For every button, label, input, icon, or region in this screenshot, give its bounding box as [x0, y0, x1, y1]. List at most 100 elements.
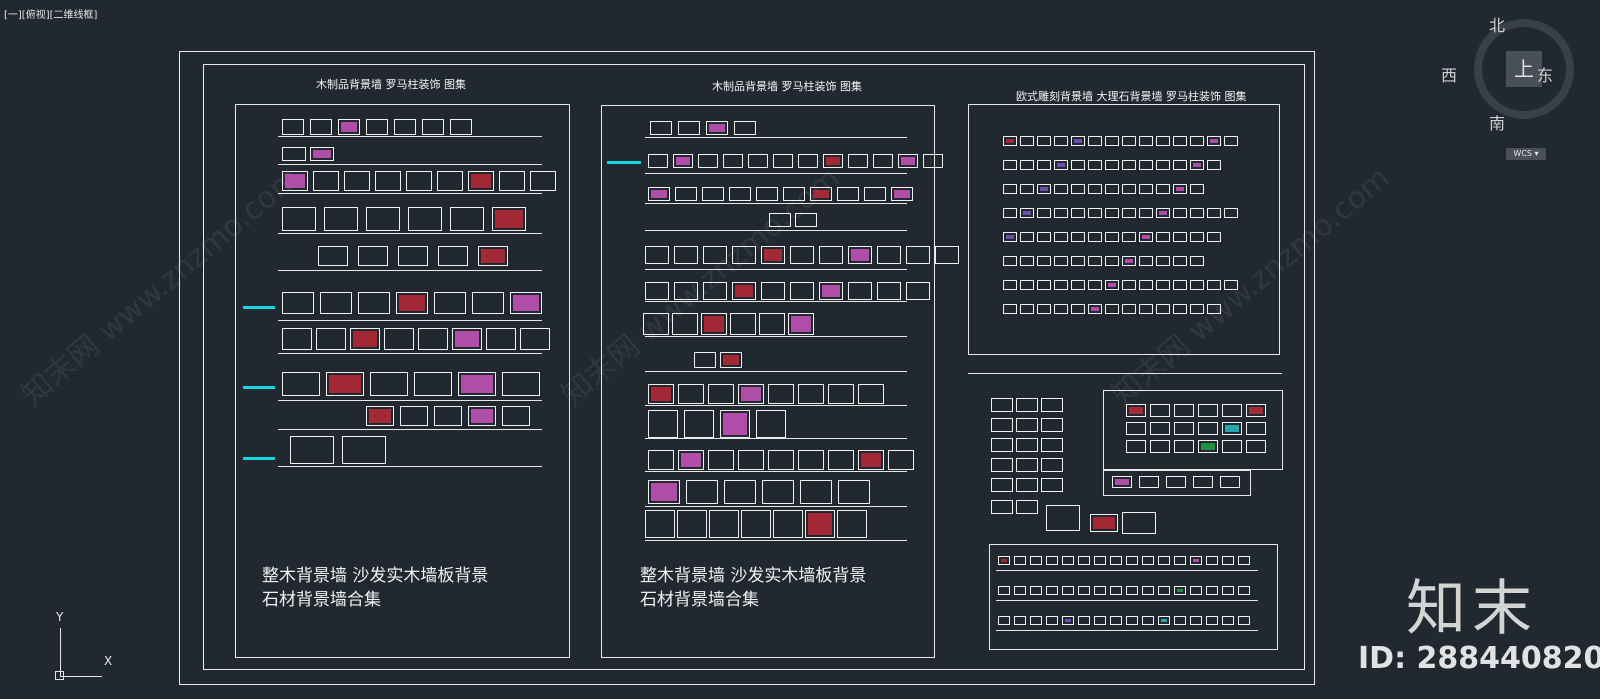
- drawing-thumbnail[interactable]: [678, 121, 700, 135]
- drawing-thumbnail[interactable]: [756, 410, 786, 438]
- drawing-thumbnail[interactable]: [762, 480, 794, 504]
- drawing-thumbnail[interactable]: [1105, 280, 1119, 290]
- drawing-thumbnail[interactable]: [375, 171, 401, 191]
- drawing-thumbnail[interactable]: [1037, 208, 1051, 218]
- drawing-thumbnail[interactable]: [1030, 616, 1042, 625]
- drawing-thumbnail[interactable]: [1126, 422, 1146, 435]
- drawing-thumbnail[interactable]: [1190, 586, 1202, 595]
- drawing-thumbnail[interactable]: [798, 384, 824, 404]
- drawing-thumbnail[interactable]: [1174, 556, 1186, 565]
- drawing-thumbnail[interactable]: [828, 384, 854, 404]
- drawing-thumbnail[interactable]: [1041, 398, 1063, 412]
- drawing-thumbnail[interactable]: [1054, 208, 1068, 218]
- drawing-thumbnail[interactable]: [1190, 184, 1204, 194]
- drawing-thumbnail[interactable]: [400, 406, 428, 426]
- drawing-thumbnail[interactable]: [370, 372, 408, 396]
- drawing-thumbnail[interactable]: [1016, 398, 1038, 412]
- drawing-thumbnail[interactable]: [502, 406, 530, 426]
- drawing-thumbnail[interactable]: [1071, 208, 1085, 218]
- drawing-thumbnail[interactable]: [366, 406, 394, 426]
- drawing-thumbnail[interactable]: [645, 510, 675, 538]
- drawing-thumbnail[interactable]: [398, 246, 428, 266]
- drawing-thumbnail[interactable]: [1105, 304, 1119, 314]
- drawing-thumbnail[interactable]: [1020, 208, 1034, 218]
- drawing-thumbnail[interactable]: [819, 246, 843, 264]
- drawing-thumbnail[interactable]: [437, 171, 463, 191]
- drawing-thumbnail[interactable]: [1198, 422, 1218, 435]
- drawing-thumbnail[interactable]: [282, 292, 314, 314]
- drawing-thumbnail[interactable]: [1088, 208, 1102, 218]
- drawing-thumbnail[interactable]: [1003, 184, 1017, 194]
- drawing-thumbnail[interactable]: [643, 313, 669, 335]
- drawing-thumbnail[interactable]: [366, 207, 400, 231]
- drawing-thumbnail[interactable]: [1190, 256, 1204, 266]
- drawing-thumbnail[interactable]: [1238, 586, 1250, 595]
- drawing-thumbnail[interactable]: [1037, 184, 1051, 194]
- drawing-thumbnail[interactable]: [838, 480, 870, 504]
- drawing-thumbnail[interactable]: [1071, 232, 1085, 242]
- drawing-thumbnail[interactable]: [282, 328, 312, 350]
- drawing-thumbnail[interactable]: [1206, 556, 1218, 565]
- drawing-thumbnail[interactable]: [734, 121, 756, 135]
- drawing-thumbnail[interactable]: [1190, 208, 1204, 218]
- drawing-thumbnail[interactable]: [1198, 440, 1218, 453]
- drawing-thumbnail[interactable]: [991, 500, 1013, 514]
- drawing-thumbnail[interactable]: [1041, 438, 1063, 452]
- drawing-thumbnail[interactable]: [344, 171, 370, 191]
- drawing-thumbnail[interactable]: [698, 154, 718, 168]
- drawing-thumbnail[interactable]: [1014, 616, 1026, 625]
- drawing-thumbnail[interactable]: [848, 282, 872, 300]
- drawing-thumbnail[interactable]: [1173, 184, 1187, 194]
- drawing-thumbnail[interactable]: [318, 246, 348, 266]
- drawing-thumbnail[interactable]: [1150, 440, 1170, 453]
- drawing-thumbnail[interactable]: [422, 119, 444, 135]
- drawing-thumbnail[interactable]: [848, 154, 868, 168]
- drawing-thumbnail[interactable]: [310, 119, 332, 135]
- drawing-thumbnail[interactable]: [1206, 616, 1218, 625]
- viewcube-top-face[interactable]: 上: [1506, 51, 1542, 87]
- drawing-thumbnail[interactable]: [458, 372, 496, 396]
- drawing-thumbnail[interactable]: [1016, 438, 1038, 452]
- drawing-thumbnail[interactable]: [1173, 160, 1187, 170]
- drawing-thumbnail[interactable]: [1020, 304, 1034, 314]
- detail-group-frame[interactable]: [989, 544, 1278, 650]
- drawing-thumbnail[interactable]: [1156, 160, 1170, 170]
- drawing-thumbnail[interactable]: [701, 313, 727, 335]
- drawing-thumbnail[interactable]: [788, 313, 814, 335]
- drawing-thumbnail[interactable]: [898, 154, 918, 168]
- drawing-thumbnail[interactable]: [1222, 422, 1242, 435]
- drawing-thumbnail[interactable]: [783, 187, 805, 201]
- drawing-thumbnail[interactable]: [282, 171, 308, 191]
- drawing-thumbnail[interactable]: [1139, 160, 1153, 170]
- drawing-thumbnail[interactable]: [282, 147, 306, 161]
- drawing-thumbnail[interactable]: [1088, 184, 1102, 194]
- drawing-thumbnail[interactable]: [819, 282, 843, 300]
- drawing-thumbnail[interactable]: [1122, 160, 1136, 170]
- drawing-thumbnail[interactable]: [1110, 556, 1122, 565]
- drawing-thumbnail[interactable]: [923, 154, 943, 168]
- drawing-thumbnail[interactable]: [1156, 232, 1170, 242]
- drawing-thumbnail[interactable]: [1020, 232, 1034, 242]
- drawing-thumbnail[interactable]: [706, 121, 728, 135]
- drawing-thumbnail[interactable]: [1062, 556, 1074, 565]
- drawing-thumbnail[interactable]: [1139, 256, 1153, 266]
- drawing-thumbnail[interactable]: [1088, 160, 1102, 170]
- drawing-thumbnail[interactable]: [1088, 232, 1102, 242]
- drawing-thumbnail[interactable]: [1122, 136, 1136, 146]
- drawing-thumbnail[interactable]: [414, 372, 452, 396]
- drawing-thumbnail[interactable]: [645, 246, 669, 264]
- drawing-thumbnail[interactable]: [1071, 304, 1085, 314]
- drawing-thumbnail[interactable]: [648, 450, 674, 470]
- drawing-thumbnail[interactable]: [1105, 136, 1119, 146]
- drawing-thumbnail[interactable]: [873, 154, 893, 168]
- drawing-thumbnail[interactable]: [730, 313, 756, 335]
- drawing-thumbnail[interactable]: [1190, 304, 1204, 314]
- drawing-thumbnail[interactable]: [1174, 616, 1186, 625]
- drawing-thumbnail[interactable]: [1222, 404, 1242, 417]
- drawing-thumbnail[interactable]: [1246, 404, 1266, 417]
- drawing-thumbnail[interactable]: [1207, 232, 1221, 242]
- drawing-thumbnail[interactable]: [1174, 422, 1194, 435]
- drawing-thumbnail[interactable]: [1112, 476, 1132, 488]
- compass-west-label[interactable]: 西: [1441, 66, 1458, 85]
- drawing-thumbnail[interactable]: [888, 450, 914, 470]
